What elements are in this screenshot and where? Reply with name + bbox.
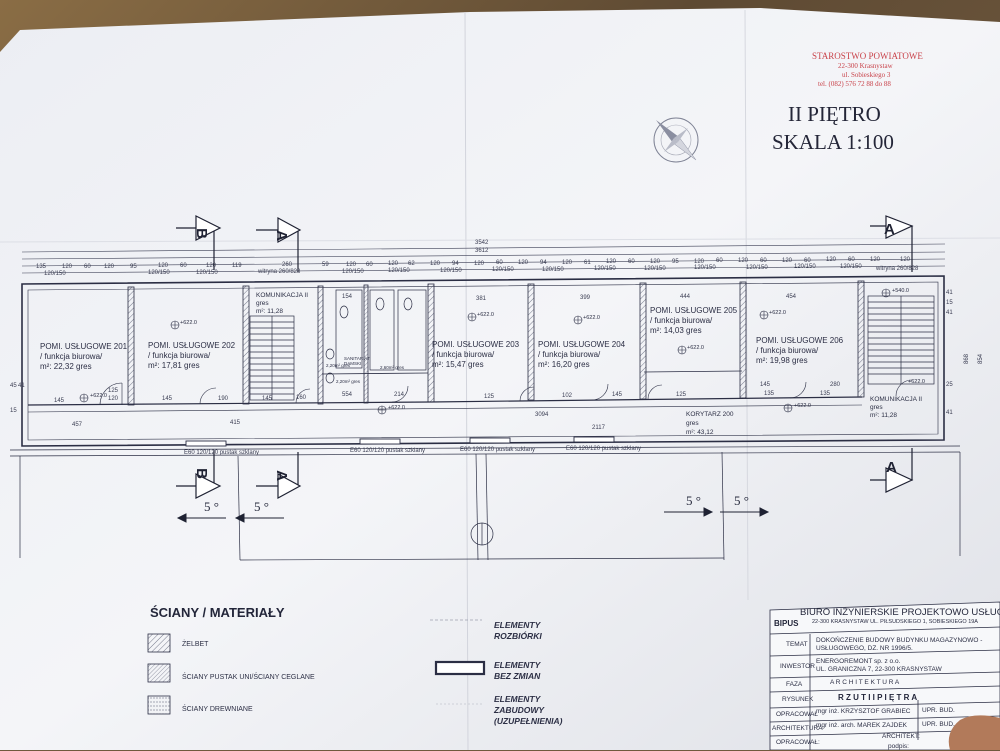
- building-outline: [21, 275, 945, 447]
- tb-label-rysunek: RYSUNEK: [782, 696, 814, 703]
- hand: [948, 715, 1000, 750]
- section-marker-b-top: B: [192, 228, 210, 239]
- dimension-overall: 3542: [475, 240, 489, 246]
- tb-label-architekt: ARCHITEKT:: [882, 733, 920, 740]
- tb-label-opracowal-2: OPRACOWAŁ:: [776, 739, 820, 746]
- room-202: POMI. USŁUGOWE 202 / funkcja biurowa/ m²…: [148, 341, 236, 370]
- tb-permission-2: UPR. BUD.: [922, 721, 955, 728]
- tb-permission-1: UPR. BUD.: [922, 707, 955, 714]
- tb-value-temat: DOKOŃCZENIE BUDOWY BUDYNKU MAGAZYNOWO -: [816, 637, 983, 644]
- korytarz-200: KORYTARZ 200 gres m²: 43,12: [686, 411, 734, 436]
- tb-label-podpis: podpis:: [888, 743, 909, 750]
- tb-value-architektura: mgr inż. arch. MAREK ZAJDEK: [816, 722, 908, 729]
- paper: [0, 8, 1000, 750]
- dimension-corridor-length: 2117: [592, 425, 605, 431]
- slope-label: 5 °: [734, 493, 749, 508]
- stamp-street: ul. Sobieskiego 3: [842, 71, 891, 79]
- wc-label: SANITARIAT DAMSKI: [344, 356, 370, 366]
- komunikacja-left: KOMUNIKACJA II gres m²: 11,28: [256, 292, 309, 315]
- stamp-name: STAROSTWO POWIATOWE: [812, 51, 923, 61]
- drawing-floor-title: II PIĘTRO: [788, 102, 881, 126]
- window-label: E60 120/120 pustak szklany: [460, 447, 536, 453]
- wc-fixtures: [325, 289, 427, 384]
- legend-swatches: [147, 619, 486, 715]
- exterior-strip: [9, 445, 961, 561]
- staircase-right: [867, 295, 935, 385]
- legend-title: ŚCIANY / MATERIAŁY: [150, 605, 285, 620]
- wc-area-3: 2,60m² gres: [380, 365, 405, 370]
- stamp-phone: tel. (082) 576 72 88 do 88: [818, 80, 891, 88]
- title-block-grid: [769, 601, 1000, 750]
- staircase-left: [249, 315, 295, 401]
- room-203: POMI. USŁUGOWE 203 / funkcja biurowa/ m²…: [432, 340, 520, 369]
- paper-fold: [744, 9, 749, 601]
- north-arrow-icon: [653, 117, 699, 163]
- section-marker-a-right-top: A: [884, 221, 895, 238]
- tb-label-faza: FAZA: [786, 681, 803, 688]
- tb-value-temat-2: USŁUGOWEGO, DZ. NR 1996/5.: [816, 645, 913, 652]
- wc-area-2: 2,20m² gres: [336, 379, 361, 384]
- stamp-address: 22-300 Krasnystaw: [838, 62, 893, 70]
- section-marker-a-bottom: A: [272, 470, 290, 481]
- room-204: POMI. USŁUGOWE 204 / funkcja biurowa/ m²…: [538, 340, 626, 369]
- tb-value-inwestor-2: UL. GRANICZNA 7, 22-300 KRASNYSTAW: [816, 666, 942, 673]
- tb-label-opracowal: OPRACOWAŁ: [776, 711, 819, 718]
- legend-item-drewniane: ŚCIANY DREWNIANE: [182, 706, 253, 713]
- office-address: 22-300 KRASNYSTAW UL. PIŁSUDSKIEGO 1, SO…: [812, 619, 978, 625]
- office-name: BIURO INŻYNIERSKIE PROJEKTOWO USŁUGOWE: [800, 607, 1000, 618]
- legend-rozbiorki: ELEMENTY ROZBIÓRKI: [494, 620, 542, 641]
- room-206: POMI. USŁUGOWE 206 / funkcja biurowa/ m²…: [756, 336, 844, 365]
- level-markers: [79, 288, 891, 415]
- section-marker-a-top: A: [272, 230, 290, 241]
- komunikacja-right: KOMUNIKACJA II gres m²: 11,28: [870, 396, 923, 419]
- paper-fold: [0, 237, 1000, 243]
- window-markers: [185, 436, 615, 447]
- tb-value-faza: A R C H I T E K T U R A: [830, 679, 900, 686]
- section-markers: [176, 215, 914, 500]
- section-marker-a-right-bottom: A: [886, 459, 897, 476]
- slope-label: 5 °: [254, 499, 269, 514]
- tb-value-inwestor: ENERGOREMONT sp. z o.o.: [816, 658, 901, 665]
- wc-area-1: 2,20m² gres: [326, 363, 351, 368]
- paper-fold: [464, 11, 469, 750]
- tb-value-opracowal: mgr inż. KRZYSZTOF GRABIEC: [816, 708, 911, 715]
- drawing-scale: SKALA 1:100: [772, 130, 894, 154]
- slope-label: 5 °: [204, 499, 219, 514]
- interior-walls: [27, 280, 865, 413]
- window-label: E60 120/120 pustak szklany: [350, 448, 426, 454]
- legend-bez-zmian: ELEMENTY BEZ ZMIAN: [494, 660, 541, 681]
- tb-value-rysunek: R Z U T I I P I Ę T R A: [838, 693, 918, 702]
- legend-item-pustak: ŚCIANY PUSTAK UNI/ŚCIANY CEGLANE: [182, 674, 315, 681]
- office-logo: BIPUS: [774, 619, 799, 628]
- slope-arrows: [176, 507, 770, 523]
- slope-label: 5 °: [686, 493, 701, 508]
- top-dimension-lines: [21, 243, 946, 274]
- tb-label-architektura: ARCHITEKTURA: [772, 725, 823, 732]
- section-marker-b-bottom: B: [192, 468, 210, 479]
- legend-item-zelbet: ŻELBET: [182, 641, 209, 648]
- dimension-overall-2: 3612: [475, 248, 489, 254]
- legend-zabudowy: ELEMENTY ZABUDOWY (UZUPEŁNIENIA): [494, 694, 563, 726]
- dimension-main-length: 3094: [535, 412, 549, 418]
- window-label: E60 120/120 pustak szklany: [566, 446, 642, 452]
- room-201: POMI. USŁUGOWE 201 / funkcja biurowa/ m²…: [40, 342, 128, 371]
- tb-label-temat: TEMAT: [786, 641, 808, 648]
- door-swings: [99, 379, 913, 406]
- tb-label-inwestor: INWESTOR: [780, 663, 815, 670]
- window-label: E60 120/120 pustak szklany: [184, 450, 260, 456]
- room-205: POMI. USŁUGOWE 205 / funkcja biurowa/ m²…: [650, 306, 738, 335]
